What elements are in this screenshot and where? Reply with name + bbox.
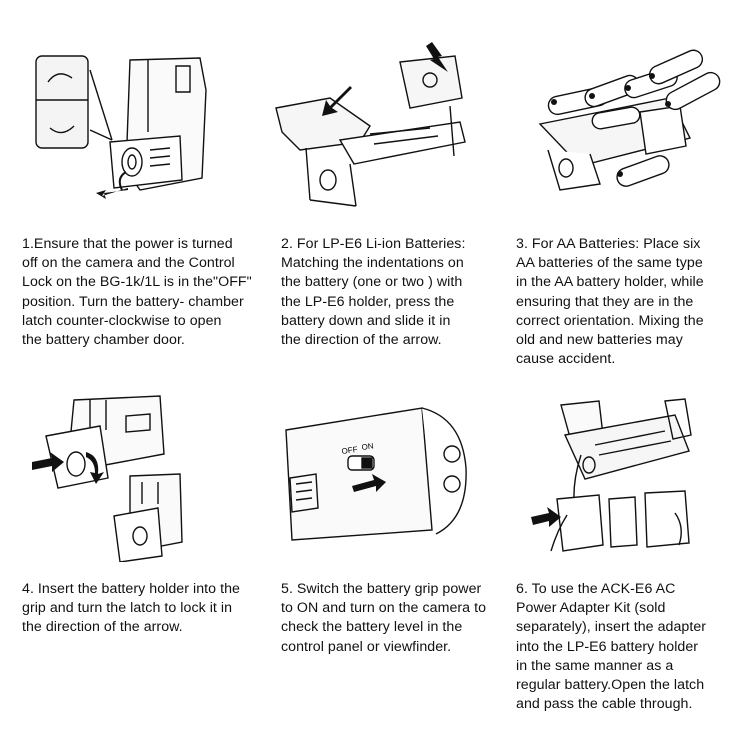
counter-clockwise-arrow-icon: [118, 171, 127, 191]
step1-text: 1.Ensure that the power is turned off on…: [22, 236, 252, 349]
step6-text: 6. To use the ACK-E6 AC Power Adapter Ki…: [516, 581, 707, 713]
step5-illustration: OFF ON: [282, 400, 477, 550]
slide-in-arrow-icon: [322, 86, 352, 116]
insert-arrow-icon: [32, 452, 64, 472]
insert-holder-lock-latch-drawing: [32, 395, 183, 562]
battery-chamber-latch-drawing: [35, 55, 207, 199]
aa-batteries-holder-drawing: [538, 49, 721, 191]
switch-on-label: ON: [361, 441, 374, 452]
ac-adapter-insertion-drawing: [531, 398, 692, 552]
step2-text: 2. For LP-E6 Li-ion Batteries: Matching …: [281, 236, 466, 349]
power-switch-drawing: OFF ON: [285, 407, 467, 541]
step4-illustration: [30, 392, 195, 562]
switch-on-arrow-icon: [352, 474, 386, 492]
step1-illustration: [30, 50, 230, 210]
step3-text: 3. For AA Batteries: Place six AA batter…: [516, 236, 704, 368]
lock-rotate-arrow-icon: [86, 452, 104, 484]
switch-off-label: OFF: [341, 445, 358, 456]
step3-illustration: [520, 38, 735, 208]
step5-text: 5. Switch the battery grip power to ON a…: [281, 581, 487, 655]
insert-adapter-arrow-icon: [531, 507, 561, 527]
lp-e6-battery-insertion-drawing: [275, 42, 466, 207]
step6-illustration: [525, 395, 725, 565]
step4-text: 4. Insert the battery holder into the gr…: [22, 581, 240, 636]
press-down-arrow-icon: [426, 42, 448, 72]
step2-illustration: [270, 30, 485, 210]
